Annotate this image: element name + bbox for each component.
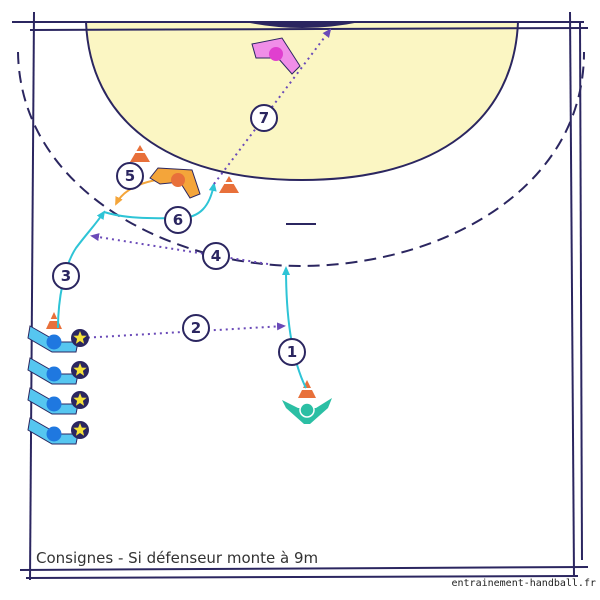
- step-number: 1: [287, 343, 297, 361]
- step-number: 2: [191, 319, 201, 337]
- step-badge-7: 7: [250, 104, 278, 132]
- cone-left-queue: [46, 312, 62, 329]
- site-watermark: entrainement-handball.fr: [451, 578, 597, 589]
- defender-orange-icon: [149, 167, 201, 199]
- step-badges: 1 2 3 4 5 6 7: [52, 104, 306, 366]
- step-badge-6: 6: [164, 206, 192, 234]
- instructions-caption: Consignes - Si défenseur monte à 9m: [36, 549, 319, 567]
- step-badge-5: 5: [116, 162, 144, 190]
- step-badge-4: 4: [202, 242, 230, 270]
- attacker-blue-2: [27, 357, 89, 385]
- attacker-blue-1: [27, 325, 89, 353]
- goal: [245, 22, 360, 28]
- star-icon: [73, 363, 87, 376]
- cone-defender: [219, 176, 239, 193]
- step-number: 5: [125, 167, 135, 185]
- run-arrow-1: [282, 266, 307, 389]
- goal-area: [84, 21, 520, 182]
- court-lines: [12, 11, 589, 581]
- attacker-blue-4: [27, 417, 89, 445]
- step-badge-3: 3: [52, 262, 80, 290]
- star-icon: [73, 423, 87, 436]
- step-number: 7: [259, 109, 269, 127]
- attacker-blue-3: [27, 387, 89, 415]
- star-icon: [73, 393, 87, 406]
- attacker-green-icon: [282, 398, 332, 424]
- run-arrow-3: [57, 210, 106, 329]
- pass-arrow-4: [90, 233, 269, 265]
- step-badge-2: 2: [182, 314, 210, 342]
- step-number: 6: [173, 211, 183, 229]
- step-number: 4: [211, 247, 221, 265]
- step-badge-1: 1: [278, 338, 306, 366]
- step-number: 3: [61, 267, 71, 285]
- free-throw-line: [17, 51, 585, 268]
- cone-wing: [130, 145, 150, 162]
- cone-back: [298, 380, 316, 398]
- goalkeeper-pink-icon: [251, 37, 301, 75]
- attacker-queue: [27, 325, 89, 445]
- star-icon: [73, 331, 87, 344]
- pass-arrow-2: [81, 322, 286, 339]
